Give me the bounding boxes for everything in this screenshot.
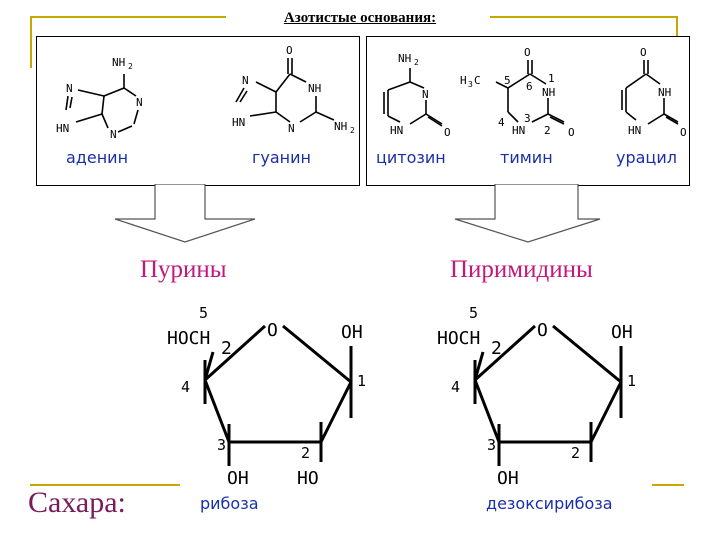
ribose-number-5: 5 <box>199 304 208 322</box>
decorative-line-bottom-left <box>30 484 180 486</box>
decorative-line-bottom-right <box>652 484 684 486</box>
uracil-structure: O NH HN O <box>621 46 687 139</box>
thymine-number-3: 3 <box>524 112 531 125</box>
adenine-name: аденин <box>66 148 129 167</box>
sugars-label: Сахара: <box>28 486 126 519</box>
deoxyribose-number-2: 2 <box>571 444 580 462</box>
guanine-atom-n1: N <box>242 74 249 87</box>
arrow-to-purines <box>114 184 256 243</box>
thymine-name: тимин <box>500 148 553 167</box>
guanine-atom-nh2-sub: 2 <box>350 126 355 135</box>
ribose-structure: 5 HOCH 2 O OH 4 1 3 2 OH HO <box>167 304 366 489</box>
adenine-atom-nh2: NH <box>112 56 125 69</box>
guanine-atom-o: O <box>286 44 293 57</box>
adenine-atom-nh2-sub: 2 <box>128 62 133 71</box>
uracil-name: урацил <box>616 148 677 167</box>
adenine-atom-hn: HN <box>56 122 69 135</box>
ribose-oh-top: OH <box>341 322 363 343</box>
adenine-atom-n2: N <box>136 96 143 109</box>
deoxyribose-number-4: 4 <box>451 378 460 396</box>
uracil-atom-hn: HN <box>628 124 641 137</box>
adenine-structure: NH 2 N N N HN <box>56 56 143 141</box>
decorative-line-top-right <box>490 16 678 18</box>
ribose-number-4: 4 <box>181 378 190 396</box>
ribose-number-2: 2 <box>301 444 310 462</box>
thymine-structure: O H 3 C 5 6 1 NH 4 3 HN 2 O <box>460 46 575 139</box>
ribose-ring-oxygen: O <box>267 320 278 341</box>
cytosine-atom-o: O <box>444 126 451 139</box>
ribose-number-3: 3 <box>217 436 226 454</box>
guanine-name: гуанин <box>252 148 311 167</box>
deoxyribose-number-3: 3 <box>487 436 496 454</box>
thymine-number-5: 5 <box>504 74 511 87</box>
adenine-atom-n1: N <box>66 82 73 95</box>
guanine-structure: O N NH HN N NH 2 <box>232 44 355 135</box>
deoxyribose-hoch2: HOCH <box>437 328 480 349</box>
cytosine-atom-nh2-sub: 2 <box>414 58 419 67</box>
uracil-atom-nh: NH <box>658 86 671 99</box>
uracil-atom-o: O <box>680 126 687 139</box>
purines-label: Пурины <box>140 256 227 283</box>
page-title: Азотистые основания: <box>283 10 437 26</box>
thymine-atom-h3c-sub: 3 <box>468 80 473 89</box>
adenine-atom-n3: N <box>110 128 117 141</box>
guanine-atom-nh2: NH <box>334 120 347 133</box>
cytosine-atom-hn: HN <box>390 124 403 137</box>
deoxyribose-name: дезоксирибоза <box>486 494 613 513</box>
pyrimidines-label: Пиримидины <box>450 256 593 283</box>
ribose-number-1: 1 <box>357 372 366 390</box>
cytosine-name: цитозин <box>376 148 446 167</box>
thymine-atom-o: O <box>568 126 575 139</box>
thymine-number-2: 2 <box>544 124 551 137</box>
uracil-atom-o-top: O <box>640 46 647 59</box>
thymine-atom-h3c: H <box>460 74 467 87</box>
thymine-atom-o-top: O <box>524 46 531 59</box>
thymine-number-6: 6 <box>526 80 533 93</box>
ribose-name: рибоза <box>200 494 259 513</box>
decorative-line-left-vertical <box>30 16 32 68</box>
guanine-atom-nh: NH <box>308 82 321 95</box>
ribose-oh-bottom: OH <box>227 468 249 489</box>
thymine-number-1: 1 <box>548 72 555 85</box>
ribose-ho: HO <box>297 468 319 489</box>
deoxyribose-number-1: 1 <box>627 372 636 390</box>
thymine-atom-hn: HN <box>512 124 525 137</box>
deoxyribose-number-5: 5 <box>469 304 478 322</box>
ribose-hoch2: HOCH <box>167 328 210 349</box>
deoxyribose-structure: 5 HOCH 2 O OH 4 1 3 2 OH <box>437 304 636 489</box>
deoxyribose-ring-oxygen: O <box>537 320 548 341</box>
guanine-atom-hn: HN <box>232 116 245 129</box>
thymine-atom-h3c-c: C <box>474 74 481 87</box>
cytosine-atom-n: N <box>422 88 429 101</box>
thymine-number-4: 4 <box>498 116 505 129</box>
deoxyribose-oh-bottom: OH <box>497 468 519 489</box>
thymine-atom-nh: NH <box>542 86 555 99</box>
cytosine-structure: NH 2 N HN O <box>383 52 451 139</box>
deoxyribose-oh-top: OH <box>611 322 633 343</box>
arrow-to-pyrimidines <box>454 184 601 243</box>
ribose-hoch2-sub: 2 <box>221 338 232 359</box>
decorative-line-top-left <box>30 16 226 18</box>
cytosine-atom-nh2: NH <box>398 52 411 65</box>
deoxyribose-hoch2-sub: 2 <box>491 338 502 359</box>
guanine-atom-n2: N <box>288 122 295 135</box>
